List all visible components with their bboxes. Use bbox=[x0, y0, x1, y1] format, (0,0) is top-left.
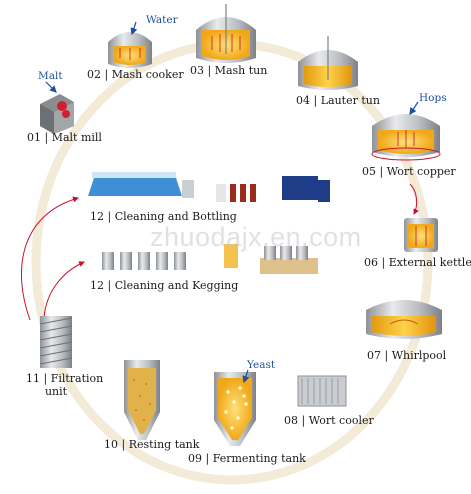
flow-arrow-to-kegging bbox=[43, 261, 85, 319]
step-label-06: 06 | External kettle bbox=[364, 256, 471, 269]
whirlpool-icon bbox=[366, 300, 442, 339]
step-label-01: 01 | Malt mill bbox=[27, 131, 102, 144]
malt-mill-icon bbox=[40, 94, 74, 134]
filtration-unit-icon bbox=[39, 316, 73, 368]
mash-tun-icon bbox=[196, 4, 256, 63]
external-kettle-icon bbox=[404, 218, 438, 252]
step-label-02: 02 | Mash cooker bbox=[87, 68, 184, 81]
kegging-line-icon bbox=[102, 244, 318, 274]
hops-arrow bbox=[409, 101, 419, 115]
step-label-05: 05 | Wort copper bbox=[362, 165, 456, 178]
hops-label: Hops bbox=[419, 92, 447, 104]
resting-tank-icon bbox=[124, 360, 160, 440]
lauter-tun-icon bbox=[298, 36, 358, 90]
step-label-09: 09 | Fermenting tank bbox=[188, 452, 306, 465]
flow-arrow-to-bottling bbox=[20, 196, 79, 321]
water-arrow bbox=[130, 21, 138, 36]
yeast-label: Yeast bbox=[247, 359, 276, 371]
fermenting-tank-icon bbox=[214, 372, 256, 446]
step-label-08: 08 | Wort cooler bbox=[284, 414, 374, 427]
step-label-04: 04 | Lauter tun bbox=[296, 94, 380, 107]
water-label: Water bbox=[146, 14, 178, 26]
yeast-arrow bbox=[242, 369, 250, 384]
step-label-12-bottling: 12 | Cleaning and Bottling bbox=[90, 210, 237, 223]
watermark: zhuodajx.en.com bbox=[150, 222, 362, 252]
flow-arrow-step-06 bbox=[409, 183, 419, 215]
mash-cooker-icon bbox=[108, 32, 152, 68]
step-label-07: 07 | Whirlpool bbox=[367, 349, 447, 362]
bottling-line-icon bbox=[88, 172, 330, 202]
wort-copper-icon bbox=[371, 114, 441, 161]
step-label-12-kegging: 12 | Cleaning and Kegging bbox=[90, 279, 239, 292]
step-label-10: 10 | Resting tank bbox=[104, 438, 200, 451]
malt-arrow bbox=[45, 81, 57, 93]
wort-cooler-icon bbox=[297, 375, 347, 407]
malt-label: Malt bbox=[38, 70, 63, 82]
step-label-03: 03 | Mash tun bbox=[190, 64, 268, 77]
